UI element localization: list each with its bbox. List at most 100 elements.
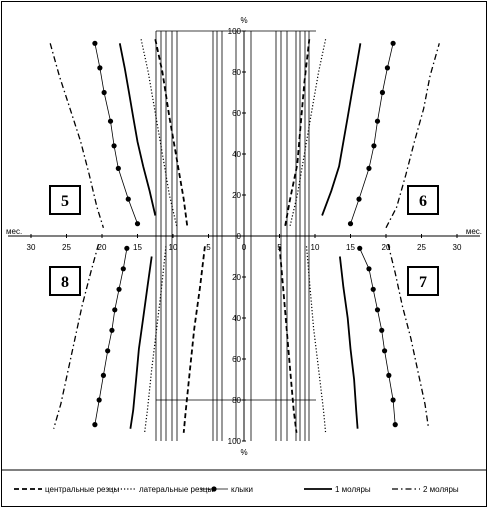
y-tick-label-upper: 100 (228, 27, 242, 36)
series-2-q7-point-3 (374, 307, 381, 313)
series-3-q8-line (129, 256, 153, 429)
quadrant-label-7: 7 (419, 274, 427, 291)
series-2-q7-point-1 (366, 266, 372, 272)
quadrant-labels: 5 6 7 8 (49, 185, 439, 296)
x-tick-label: 5 (206, 243, 211, 252)
legend-label-0: центральные резцы (45, 485, 120, 494)
series-2-q7-point-2 (370, 286, 376, 292)
series-2-q5-point-3 (107, 118, 114, 124)
series-2-q5-point-7 (134, 221, 141, 227)
series-2-q8-point-3 (112, 307, 118, 313)
legend-label-1: латеральные резцы (139, 485, 214, 494)
x-unit-left: мес. (6, 227, 22, 236)
series-2-q8-point-4 (109, 327, 115, 333)
series-2-q6-point-2 (366, 165, 372, 171)
y-tick-label-upper: 0 (237, 232, 242, 241)
series-4-q8-line (53, 244, 100, 429)
series-2-q6-point-0 (347, 221, 354, 227)
series-2-q6-point-5 (379, 89, 386, 96)
legend-label-2: клыки (231, 485, 253, 494)
quadrant-label-6: 6 (419, 193, 427, 210)
y-tick-label-upper: 60 (232, 109, 241, 118)
series-2-q7-point-4 (379, 327, 385, 333)
y-tick-label-upper: 40 (232, 150, 241, 159)
y-tick-label-lower: 40 (232, 314, 241, 323)
series-0-q7-line (278, 246, 298, 433)
series-layer (49, 39, 440, 433)
quadrant-box-7 (407, 266, 439, 296)
series-2-q6-point-1 (356, 196, 362, 202)
y-tick-label-upper: 20 (232, 191, 241, 200)
series-2-q5-point-4 (111, 143, 117, 149)
quadrant-box-6 (407, 185, 439, 215)
series-2-q5-line (94, 43, 138, 224)
series-0-q5-line (154, 39, 189, 226)
quadrant-box-8 (49, 266, 81, 296)
legend-marker-2 (211, 486, 217, 492)
series-2-q6-point-4 (374, 118, 381, 124)
series-3-q5-line (118, 43, 157, 216)
series-2-q5-point-0 (92, 40, 98, 46)
x-tick-label: 5 (277, 243, 282, 252)
x-tick-label: 20 (98, 243, 107, 252)
series-1-q6-line (289, 39, 327, 226)
series-2-q8-point-7 (96, 397, 102, 403)
x-tick-label: 10 (311, 243, 320, 252)
quadrant-label-5: 5 (61, 193, 69, 210)
series-2-q6-point-7 (390, 40, 396, 46)
x-tick-label: 20 (382, 243, 391, 252)
series-1-q5-line (140, 39, 178, 226)
chart-border (1, 1, 487, 507)
series-2-q6-point-6 (384, 65, 391, 71)
series-2-q5-point-6 (125, 196, 131, 202)
series-3-q7-line (339, 256, 359, 429)
x-tick-label: 30 (27, 243, 36, 252)
y-tick-label-lower: 100 (228, 437, 242, 446)
series-2-q7-point-5 (381, 348, 388, 354)
x-tick-label: 10 (169, 243, 178, 252)
series-0-q8-line (182, 246, 206, 433)
y-tick-label-upper: 80 (232, 68, 241, 77)
series-2-q5-point-2 (101, 89, 107, 96)
x-tick-label: 15 (346, 243, 355, 252)
series-2-q7-point-7 (390, 397, 396, 403)
quadrant-box-5 (49, 185, 81, 215)
x-tick-label: 25 (62, 243, 71, 252)
series-3-q6-line (321, 43, 362, 216)
y-unit-top: % (240, 16, 247, 25)
series-0-q6-line (284, 39, 311, 226)
quadrant-label-8: 8 (61, 274, 69, 291)
series-2-q7-point-6 (386, 372, 392, 378)
series-2-q7-point-0 (357, 245, 363, 251)
legend-label-4: 2 моляры (423, 485, 459, 494)
x-tick-label: 25 (417, 243, 426, 252)
series-4-q6-line (385, 43, 440, 229)
series-1-q8-line (144, 246, 167, 433)
series-2-q8-point-6 (100, 372, 107, 378)
y-unit-bottom: % (240, 448, 247, 457)
series-2-q8-point-1 (120, 266, 126, 272)
series-2-q6-line (350, 43, 394, 224)
x-unit-right: мес. (466, 227, 482, 236)
series-2-q5-point-1 (97, 65, 103, 71)
series-1-q7-line (305, 246, 327, 433)
series-4-q7-line (387, 244, 430, 429)
series-2-q5-point-5 (115, 165, 121, 171)
y-tick-label-lower: 20 (232, 273, 241, 282)
series-2-q8-point-8 (92, 422, 98, 428)
axes (8, 30, 480, 442)
series-2-q8-point-0 (124, 245, 130, 251)
series-2-q7-line (359, 248, 396, 425)
series-2-q8-point-5 (105, 348, 111, 354)
x-tick-label: 30 (453, 243, 462, 252)
series-2-q6-point-3 (371, 143, 377, 149)
x-tick-label: 0 (242, 243, 247, 252)
y-tick-label-lower: 60 (232, 355, 241, 364)
series-2-q7-point-8 (392, 422, 398, 428)
x-tick-label: 15 (133, 243, 142, 252)
y-tick-label-lower: 80 (232, 396, 241, 405)
tick-labels: 30 25 20 15 10 5 0 5 10 15 20 25 30 100 80 60 40 20 0 20 40 6… (6, 16, 482, 457)
